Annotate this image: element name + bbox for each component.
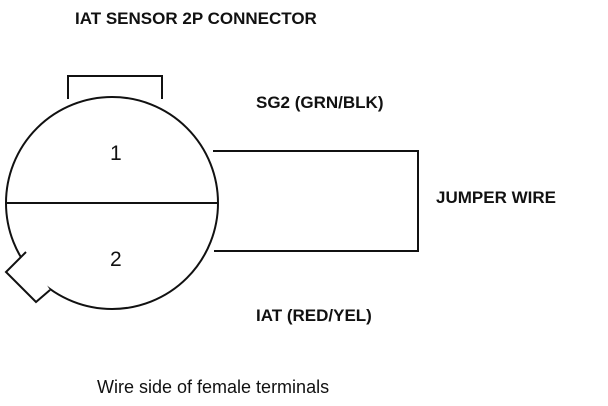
terminal-1-label: 1 — [110, 142, 122, 165]
iat-wire-label: IAT (RED/YEL) — [256, 306, 372, 325]
jumper-wire — [213, 150, 419, 252]
diagram-caption: Wire side of female terminals — [97, 377, 329, 397]
connector-lock-tab — [67, 75, 163, 99]
connector-key-notch — [4, 251, 51, 304]
diagram-title: IAT SENSOR 2P CONNECTOR — [75, 9, 317, 28]
terminal-2-label: 2 — [110, 248, 122, 271]
jumper-wire-label: JUMPER WIRE — [436, 188, 556, 207]
sg2-wire-label: SG2 (GRN/BLK) — [256, 93, 384, 112]
